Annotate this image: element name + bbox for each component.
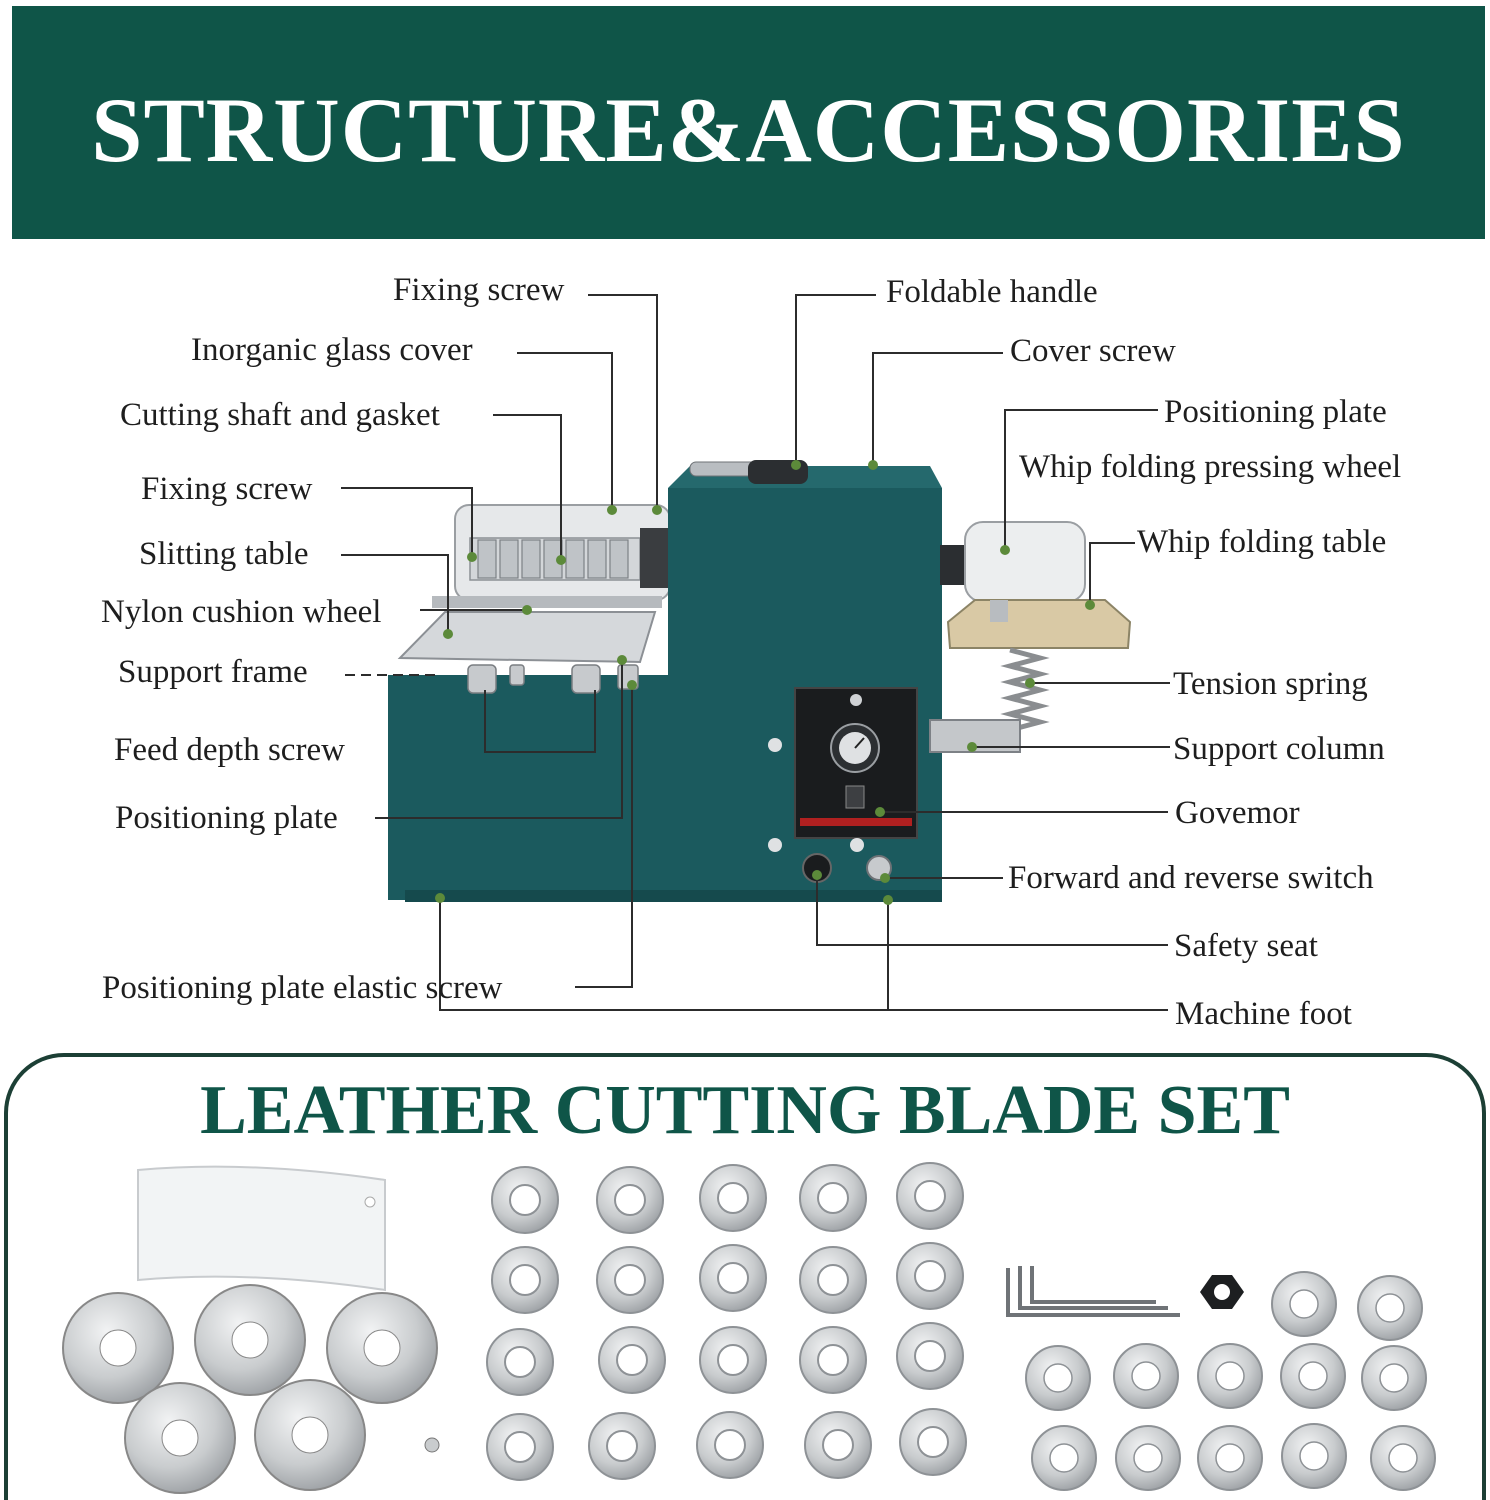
label-fixing-screw-top: Fixing screw — [393, 272, 565, 308]
label-cover-screw: Cover screw — [1010, 333, 1176, 369]
label-nylon-cushion-wheel: Nylon cushion wheel — [101, 594, 382, 630]
large-blades — [62, 1284, 440, 1494]
label-tension-spring: Tension spring — [1173, 666, 1368, 702]
leader-dots — [435, 460, 1095, 905]
label-safety-seat: Safety seat — [1174, 928, 1318, 964]
label-fixing-screw-mid: Fixing screw — [141, 471, 313, 507]
glass-cover-part — [137, 1165, 386, 1292]
machine-diagram — [341, 294, 1170, 1011]
title-banner: STRUCTURE&ACCESSORIES — [12, 6, 1485, 239]
label-positioning-plate-right: Positioning plate — [1164, 394, 1387, 430]
label-positioning-plate-left: Positioning plate — [115, 800, 338, 836]
blade-set-illustration — [62, 1162, 1436, 1494]
leader-lines — [341, 294, 1170, 1011]
label-positioning-plate-elastic-screw: Positioning plate elastic screw — [102, 970, 503, 1006]
label-inorganic-glass-cover: Inorganic glass cover — [191, 332, 473, 368]
label-machine-foot: Machine foot — [1175, 996, 1352, 1032]
label-foldable-handle: Foldable handle — [886, 274, 1098, 310]
whip-folding-unit-illustration — [929, 521, 1132, 753]
label-feed-depth-screw: Feed depth screw — [114, 732, 345, 768]
label-cutting-shaft-and-gasket: Cutting shaft and gasket — [120, 397, 440, 433]
blade-set-title: LEATHER CUTTING BLADE SET — [200, 1072, 1290, 1149]
spacer-washers — [486, 1162, 967, 1481]
label-slitting-table: Slitting table — [139, 536, 309, 572]
label-governor: Govemor — [1175, 795, 1300, 831]
label-forward-reverse-switch: Forward and reverse switch — [1008, 860, 1374, 896]
label-support-frame: Support frame — [118, 654, 308, 690]
hex-keys — [1006, 1266, 1180, 1317]
slitting-unit-illustration — [397, 504, 671, 664]
page-title: STRUCTURE&ACCESSORIES — [91, 79, 1406, 181]
label-support-column: Support column — [1173, 731, 1385, 767]
label-whip-folding-table: Whip folding table — [1137, 524, 1387, 560]
label-whip-folding-pressing-wheel: Whip folding pressing wheel — [1019, 449, 1402, 485]
